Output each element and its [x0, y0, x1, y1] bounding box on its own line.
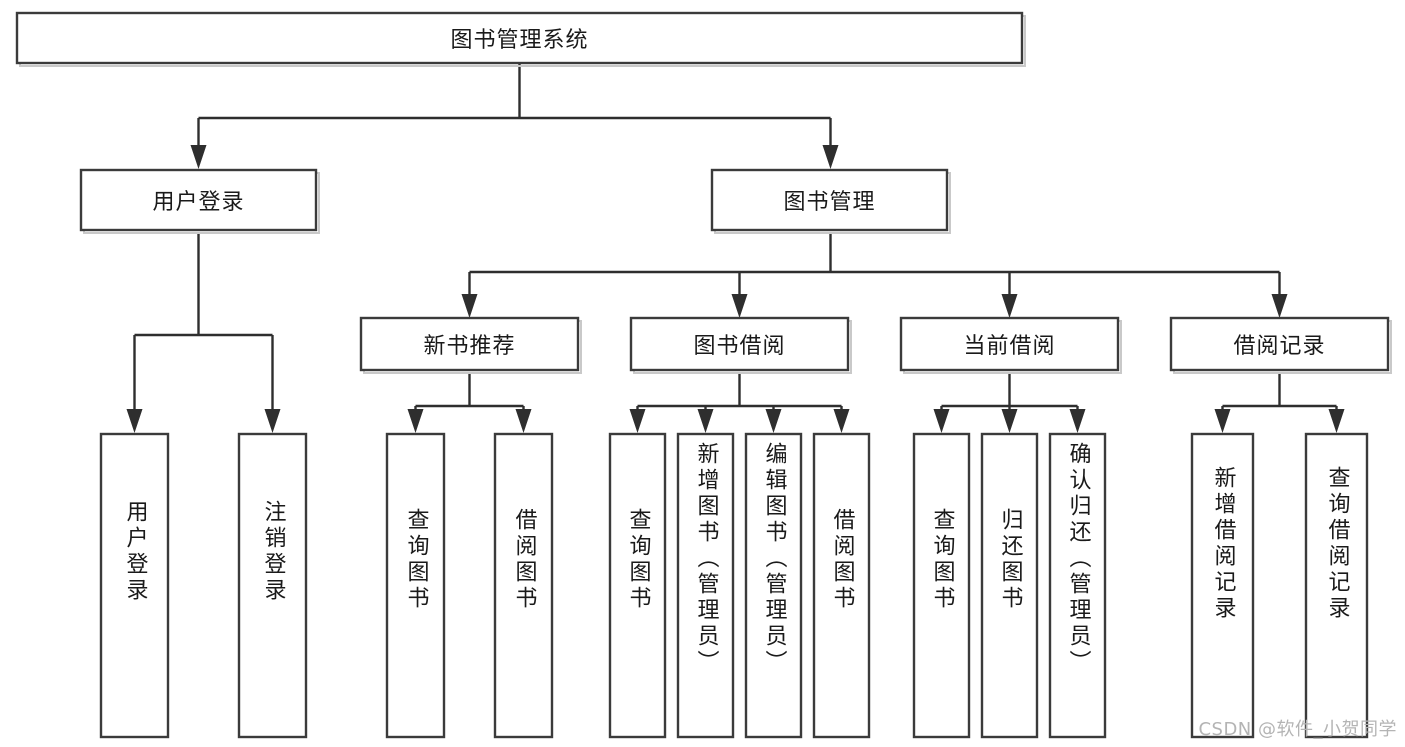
arrow-root-to-user-login	[190, 145, 207, 169]
node-current-borrow[interactable]	[899, 316, 1122, 374]
node-new-book-recommend-rect[interactable]	[359, 316, 580, 372]
connector-group-book-manage	[461, 233, 1288, 318]
node-book-manage-rect[interactable]	[710, 168, 949, 232]
arrow-br-to-leaf1	[1214, 409, 1231, 433]
node-borrow-record[interactable]	[1169, 316, 1392, 374]
node-leaf-add-record-rect[interactable]	[1190, 432, 1255, 739]
arrow-cb-to-leaf1	[933, 409, 950, 433]
node-leaf-confirm-return-rect[interactable]	[1048, 432, 1107, 739]
connector-group-borrow-record	[1214, 373, 1345, 433]
arrow-bb-to-leaf2	[697, 409, 714, 433]
node-leaf-return-book-rect[interactable]	[980, 432, 1039, 739]
node-current-borrow-rect[interactable]	[899, 316, 1120, 372]
node-leaf-user-logout-rect[interactable]	[237, 432, 308, 739]
arrow-root-to-book-manage	[822, 145, 839, 169]
arrow-book-manage-to-borrow-record	[1271, 294, 1288, 318]
node-user-login-rect[interactable]	[79, 168, 318, 232]
arrow-user-login-to-leaf2	[264, 409, 281, 433]
node-book-borrow[interactable]	[629, 316, 852, 374]
arrow-cb-to-leaf2	[1001, 409, 1018, 433]
arrow-nbr-to-leaf2	[515, 409, 532, 433]
arrow-cb-to-leaf3	[1069, 409, 1086, 433]
node-root-rect[interactable]	[15, 11, 1024, 65]
arrow-bb-to-leaf3	[765, 409, 782, 433]
arrow-book-manage-to-new-book-recommend	[461, 294, 478, 318]
node-book-manage[interactable]	[710, 168, 951, 234]
node-leaf-edit-book-rect[interactable]	[744, 432, 803, 739]
node-borrow-record-rect[interactable]	[1169, 316, 1390, 372]
node-leaf-query-book-2-rect[interactable]	[608, 432, 667, 739]
node-book-borrow-rect[interactable]	[629, 316, 850, 372]
node-leaf-query-record-rect[interactable]	[1304, 432, 1369, 739]
connector-group-current-borrow	[933, 373, 1086, 433]
arrow-bb-to-leaf1	[629, 409, 646, 433]
node-leaf-borrow-book-1-rect[interactable]	[493, 432, 554, 739]
arrow-br-to-leaf2	[1328, 409, 1345, 433]
node-leaf-query-book-3-rect[interactable]	[912, 432, 971, 739]
connector-group-user-login	[126, 233, 281, 433]
node-leaf-add-book-rect[interactable]	[676, 432, 735, 739]
watermark-text: CSDN @软件_小贺同学	[1198, 719, 1397, 740]
connector-group-root	[190, 63, 839, 169]
connector-group-new-book-recommend	[407, 373, 532, 433]
arrow-nbr-to-leaf1	[407, 409, 424, 433]
node-user-login[interactable]	[79, 168, 320, 234]
arrow-user-login-to-leaf1	[126, 409, 143, 433]
node-leaf-query-book-1-rect[interactable]	[385, 432, 446, 739]
node-new-book-recommend[interactable]	[359, 316, 582, 374]
arrow-book-manage-to-book-borrow	[731, 294, 748, 318]
arrow-bb-to-leaf4	[833, 409, 850, 433]
leaf-boxes	[99, 432, 1369, 739]
node-root[interactable]	[15, 11, 1026, 67]
arrow-book-manage-to-current-borrow	[1001, 294, 1018, 318]
node-leaf-borrow-book-2-rect[interactable]	[812, 432, 871, 739]
connector-group-book-borrow	[629, 373, 850, 433]
node-leaf-user-login-rect[interactable]	[99, 432, 170, 739]
